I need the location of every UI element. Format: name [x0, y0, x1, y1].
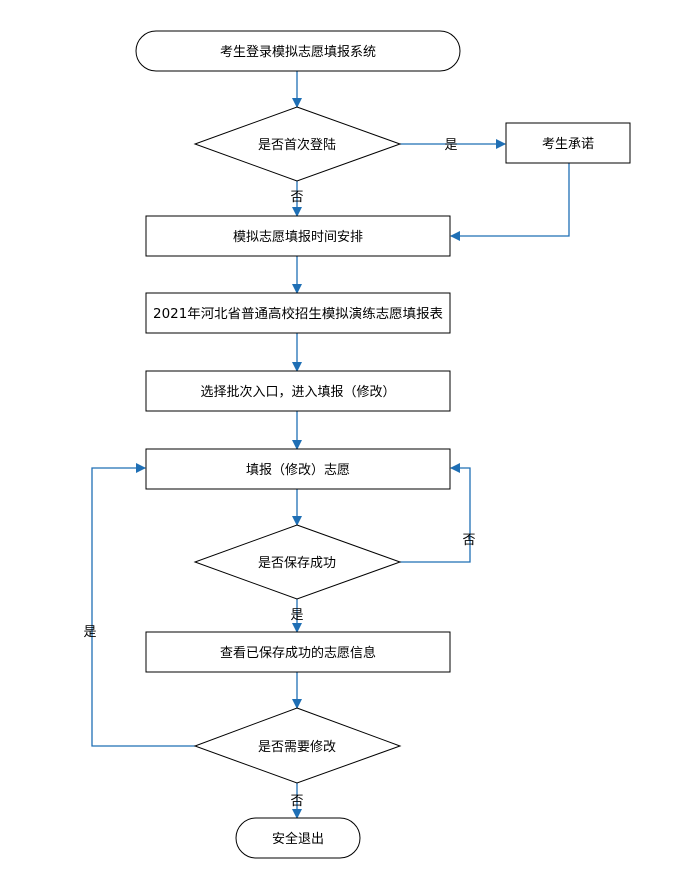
pledge-label: 考生承诺 [542, 137, 594, 152]
view-label: 查看已保存成功的志愿信息 [220, 645, 376, 661]
first-login-label: 是否首次登陆 [258, 137, 336, 153]
start-node: 考生登录模拟志愿填报系统 [135, 30, 461, 72]
connector-modify-yes-to-fill [91, 463, 195, 747]
pledge-node: 考生承诺 [505, 122, 631, 164]
fill-node: 填报（修改）志愿 [145, 448, 451, 490]
edge-label-modify-no: 否 [290, 794, 303, 809]
saved-label: 是否保存成功 [258, 556, 336, 571]
edge-label-first-login-no: 否 [290, 190, 303, 205]
first-login-decision: 是否首次登陆 [193, 106, 402, 182]
form-label: 2021年河北省普通高校招生模拟演练志愿填报表 [153, 306, 443, 322]
select-batch-label: 选择批次入口，进入填报（修改） [200, 384, 395, 400]
edge-label-saved-yes: 是 [290, 608, 303, 623]
schedule-node: 模拟志愿填报时间安排 [145, 215, 451, 257]
connector-saved-no-to-fill [400, 463, 471, 563]
fill-label: 填报（修改）志愿 [246, 463, 350, 478]
connector-pledge-to-schedule [450, 163, 570, 241]
select-batch-node: 选择批次入口，进入填报（修改） [145, 370, 451, 412]
modify-decision: 是否需要修改 [193, 707, 402, 784]
exit-label: 安全退出 [272, 831, 324, 847]
edge-label-saved-no: 否 [462, 533, 475, 548]
edge-label-first-login-yes: 是 [444, 138, 457, 153]
modify-label: 是否需要修改 [258, 740, 336, 755]
edge-label-modify-yes: 是 [83, 625, 96, 640]
view-node: 查看已保存成功的志愿信息 [145, 631, 451, 673]
saved-decision: 是否保存成功 [193, 524, 402, 600]
exit-node: 安全退出 [235, 817, 361, 859]
form-node: 2021年河北省普通高校招生模拟演练志愿填报表 [145, 292, 451, 334]
schedule-label: 模拟志愿填报时间安排 [233, 230, 363, 245]
start-label: 考生登录模拟志愿填报系统 [220, 45, 376, 60]
